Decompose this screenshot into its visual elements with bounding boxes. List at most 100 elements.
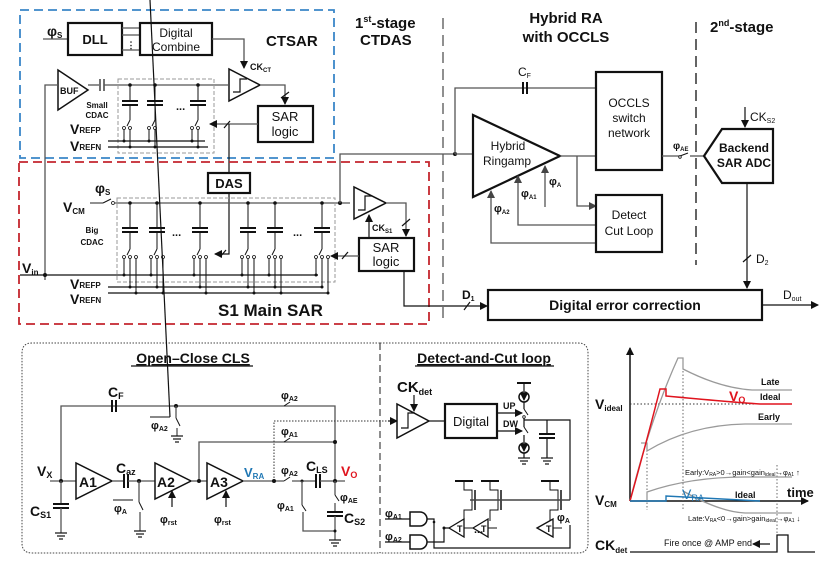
and-gate-1 (409, 511, 428, 527)
delay-cell-label: T (457, 524, 463, 534)
vo-wave-label: VO (729, 388, 745, 405)
occls-switch-network (594, 70, 664, 172)
switch (271, 248, 276, 256)
delay-cell-label: T (481, 524, 487, 534)
transistor (463, 481, 473, 521)
open-close-cls-title: Open–Close CLS (136, 350, 250, 366)
vrefn-label-s1: VREFN (70, 291, 101, 307)
switch (151, 119, 156, 127)
ideal-top-label: Ideal (760, 392, 781, 402)
vra-curve (630, 495, 761, 502)
buffer-amp (57, 68, 90, 112)
dll-block (66, 21, 124, 57)
dcl-phi-a2: φA2 (385, 531, 402, 544)
svg-text:SAR ADC: SAR ADC (717, 156, 772, 170)
up-label: UP (503, 401, 516, 411)
cls-vra-label: VRA (244, 465, 264, 481)
time-axis-label: time (787, 485, 814, 500)
cls-vo-label: VO (341, 463, 357, 480)
cls-phi-a-bar: φA (114, 503, 127, 516)
svg-text:Hybrid: Hybrid (491, 139, 526, 153)
svg-text:...: ... (293, 227, 302, 239)
v-cm-label: VCM (595, 492, 617, 509)
svg-text:Detect: Detect (612, 208, 647, 222)
svg-text:DAS: DAS (215, 176, 243, 191)
phi-s-label: φS (47, 23, 63, 40)
cls-cf-label: CF (108, 384, 124, 401)
ck-det-wave-label: CKdet (595, 537, 628, 555)
svg-text:Digital error correction: Digital error correction (549, 297, 701, 313)
s1-main-sar-block: S1 Main SAR DAS φS VCM Big CDAC ... ... … (18, 161, 488, 325)
ra-phi-a1: φA1 (521, 188, 537, 201)
ideal-bottom-label: Ideal (735, 490, 756, 500)
svg-text:A1: A1 (79, 474, 97, 490)
cls-phi-ae: φAE (340, 492, 358, 505)
ra-phi-ae: φAE (673, 141, 689, 153)
svg-text:Small: Small (86, 101, 107, 110)
vrefn-label-ctsar: VREFN (70, 138, 101, 154)
digital-error-correction: Digital error correction Dout (486, 288, 819, 322)
switch (153, 248, 158, 256)
switch (244, 248, 249, 256)
switch (318, 248, 323, 256)
svg-text:Ringamp: Ringamp (483, 154, 531, 168)
svg-text:Digital: Digital (159, 26, 192, 40)
stage2-heading: 2nd-stage (710, 18, 774, 36)
svg-text:Big: Big (86, 226, 99, 235)
detect-cut-loop-title: Detect-and-Cut loop (417, 350, 551, 366)
ra-phi-a2: φA2 (494, 203, 510, 216)
svg-text:Backend: Backend (719, 141, 769, 155)
vin-label: Vin (22, 260, 39, 277)
cls-phi-rst1: φrst (160, 514, 177, 527)
fire-note: Fire once @ AMP end (664, 538, 752, 548)
big-cdac (116, 197, 336, 283)
s1-boundary (18, 161, 430, 325)
cls-phi-a2-out: φA2 (281, 465, 298, 478)
svg-text:logic: logic (373, 254, 400, 269)
phi-s-s1: φS (95, 180, 111, 197)
dw-label: DW (503, 419, 518, 429)
ctsar-title: CTSAR (266, 33, 318, 50)
caz-label: Caz (116, 460, 136, 477)
and-gate-2 (409, 534, 428, 550)
open-close-cls-panel: Open–Close CLS CF φA2 φA2 φA1 VX CS1 (21, 0, 388, 554)
cls-phi-a2-bar: φA2 (151, 420, 168, 433)
svg-text:CDAC: CDAC (85, 111, 108, 120)
vx-label: VX (37, 463, 52, 480)
ctsar-sar-logic (256, 104, 315, 144)
detect-cut-loop-block (594, 193, 664, 254)
ctsar-boundary (19, 9, 335, 159)
vra-early-curve (646, 476, 792, 501)
d1-label: D1 (462, 288, 475, 303)
dout-label: Dout (783, 288, 801, 303)
svg-text:logic: logic (272, 124, 299, 139)
v-ideal-label: Videal (595, 396, 623, 413)
det-comparator (396, 402, 431, 440)
cs2-label: CS2 (344, 510, 365, 527)
vcm-label: VCM (63, 199, 85, 216)
s1-title: S1 Main SAR (218, 301, 323, 320)
svg-text:switch: switch (612, 111, 645, 125)
stage1-heading: 1st-stage (355, 14, 416, 32)
dcl-phi-a: φA (557, 512, 570, 525)
svg-text:Digital: Digital (453, 414, 489, 429)
dcl-phi-a1: φA1 (385, 508, 402, 521)
switch (126, 119, 131, 127)
switch (194, 119, 199, 127)
d2-label: D2 (756, 252, 769, 267)
detect-and-cut-loop-panel: Detect-and-Cut loop CKdet Digital UP DW (380, 342, 589, 554)
hybrid-ra-heading: Hybrid RA (529, 10, 603, 27)
early-curve (641, 423, 792, 453)
cls-phi-rst2: φrst (214, 514, 231, 527)
small-cdac (117, 78, 215, 154)
amp-a1 (75, 461, 114, 501)
switch (126, 248, 131, 256)
hybrid-ra-block: CF Hybrid Ringamp OCCLS switch network φ… (453, 65, 704, 254)
dll-label: DLL (82, 32, 107, 47)
svg-text:A3: A3 (210, 474, 228, 490)
ck-s1-label: CKS1 (372, 223, 393, 235)
ck-s2-label: CKS2 (750, 110, 775, 125)
svg-text:⋮: ⋮ (127, 40, 136, 50)
early-note: Early:VRA>0→gain<gainideal→φA1 ↑ (685, 468, 800, 478)
cls-phi-a1-bot: φA1 (277, 500, 294, 513)
